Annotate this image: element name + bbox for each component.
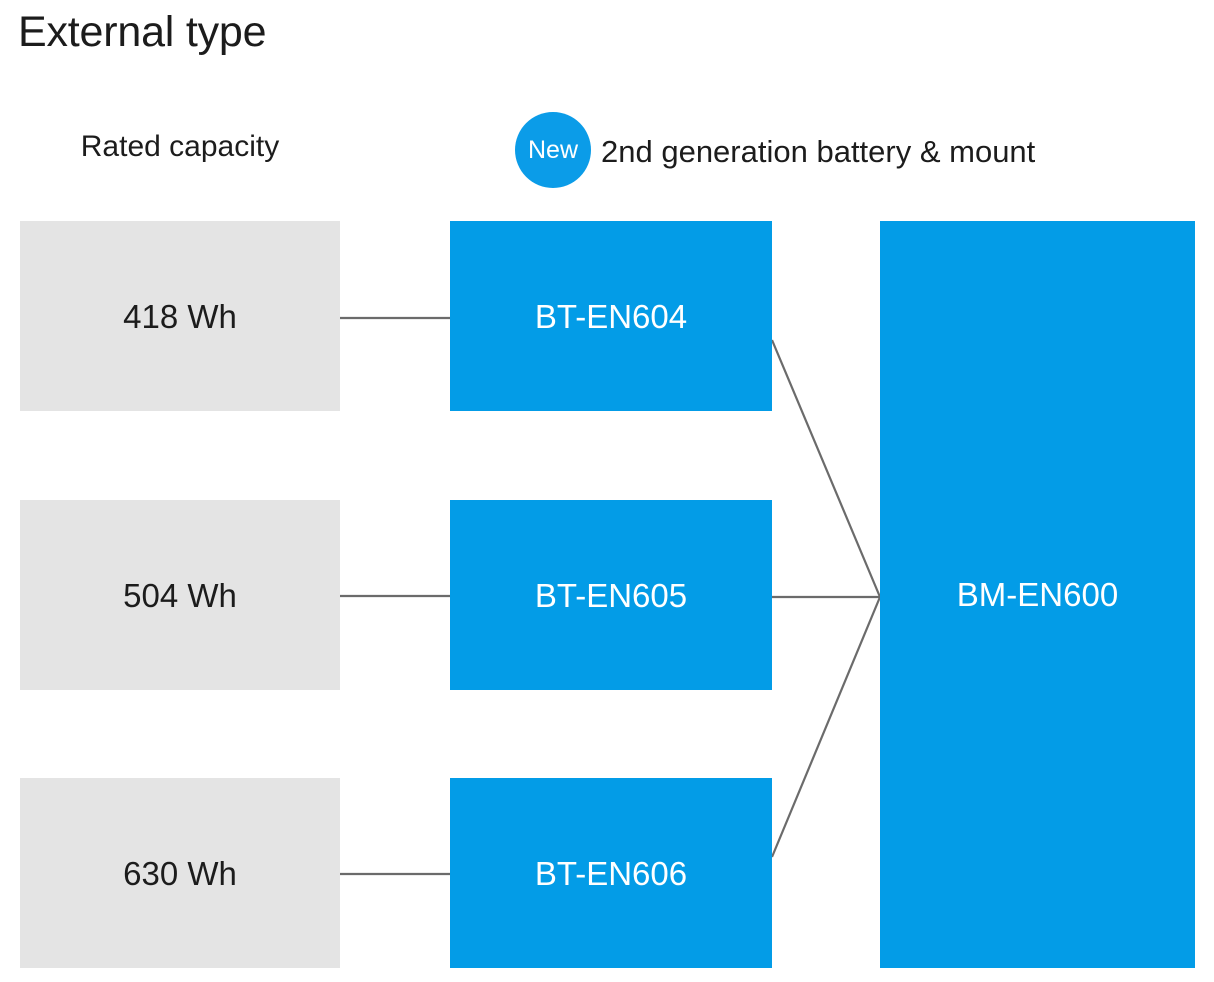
- capacity-node-3-label: 630 Wh: [123, 854, 237, 892]
- battery-node-3-label: BT-EN606: [534, 854, 688, 892]
- legend-new-generation: New 2nd generation battery & mount: [515, 112, 1035, 188]
- mount-node-label: BM-EN600: [956, 576, 1119, 613]
- new-badge-label: New: [527, 135, 578, 164]
- page-title: External type: [18, 8, 267, 56]
- new-badge-icon: New: [515, 112, 591, 188]
- connector-battery-1-to-mount: [770, 339, 882, 598]
- legend-label: 2nd generation battery & mount: [601, 133, 1036, 169]
- battery-node-3[interactable]: BT-EN606: [450, 778, 772, 968]
- mount-node[interactable]: BM-EN600: [880, 221, 1195, 968]
- battery-node-2-label: BT-EN605: [534, 576, 688, 614]
- capacity-node-3[interactable]: 630 Wh: [20, 778, 340, 968]
- battery-node-1[interactable]: BT-EN604: [450, 221, 772, 411]
- capacity-node-2[interactable]: 504 Wh: [20, 500, 340, 690]
- battery-node-2[interactable]: BT-EN605: [450, 500, 772, 690]
- connector-battery-3-to-mount: [770, 596, 882, 858]
- column-header-rated-capacity: Rated capacity: [80, 130, 280, 163]
- battery-node-1-label: BT-EN604: [534, 297, 688, 335]
- capacity-node-2-label: 504 Wh: [123, 576, 237, 614]
- capacity-node-1-label: 418 Wh: [123, 297, 237, 335]
- capacity-node-1[interactable]: 418 Wh: [20, 221, 340, 411]
